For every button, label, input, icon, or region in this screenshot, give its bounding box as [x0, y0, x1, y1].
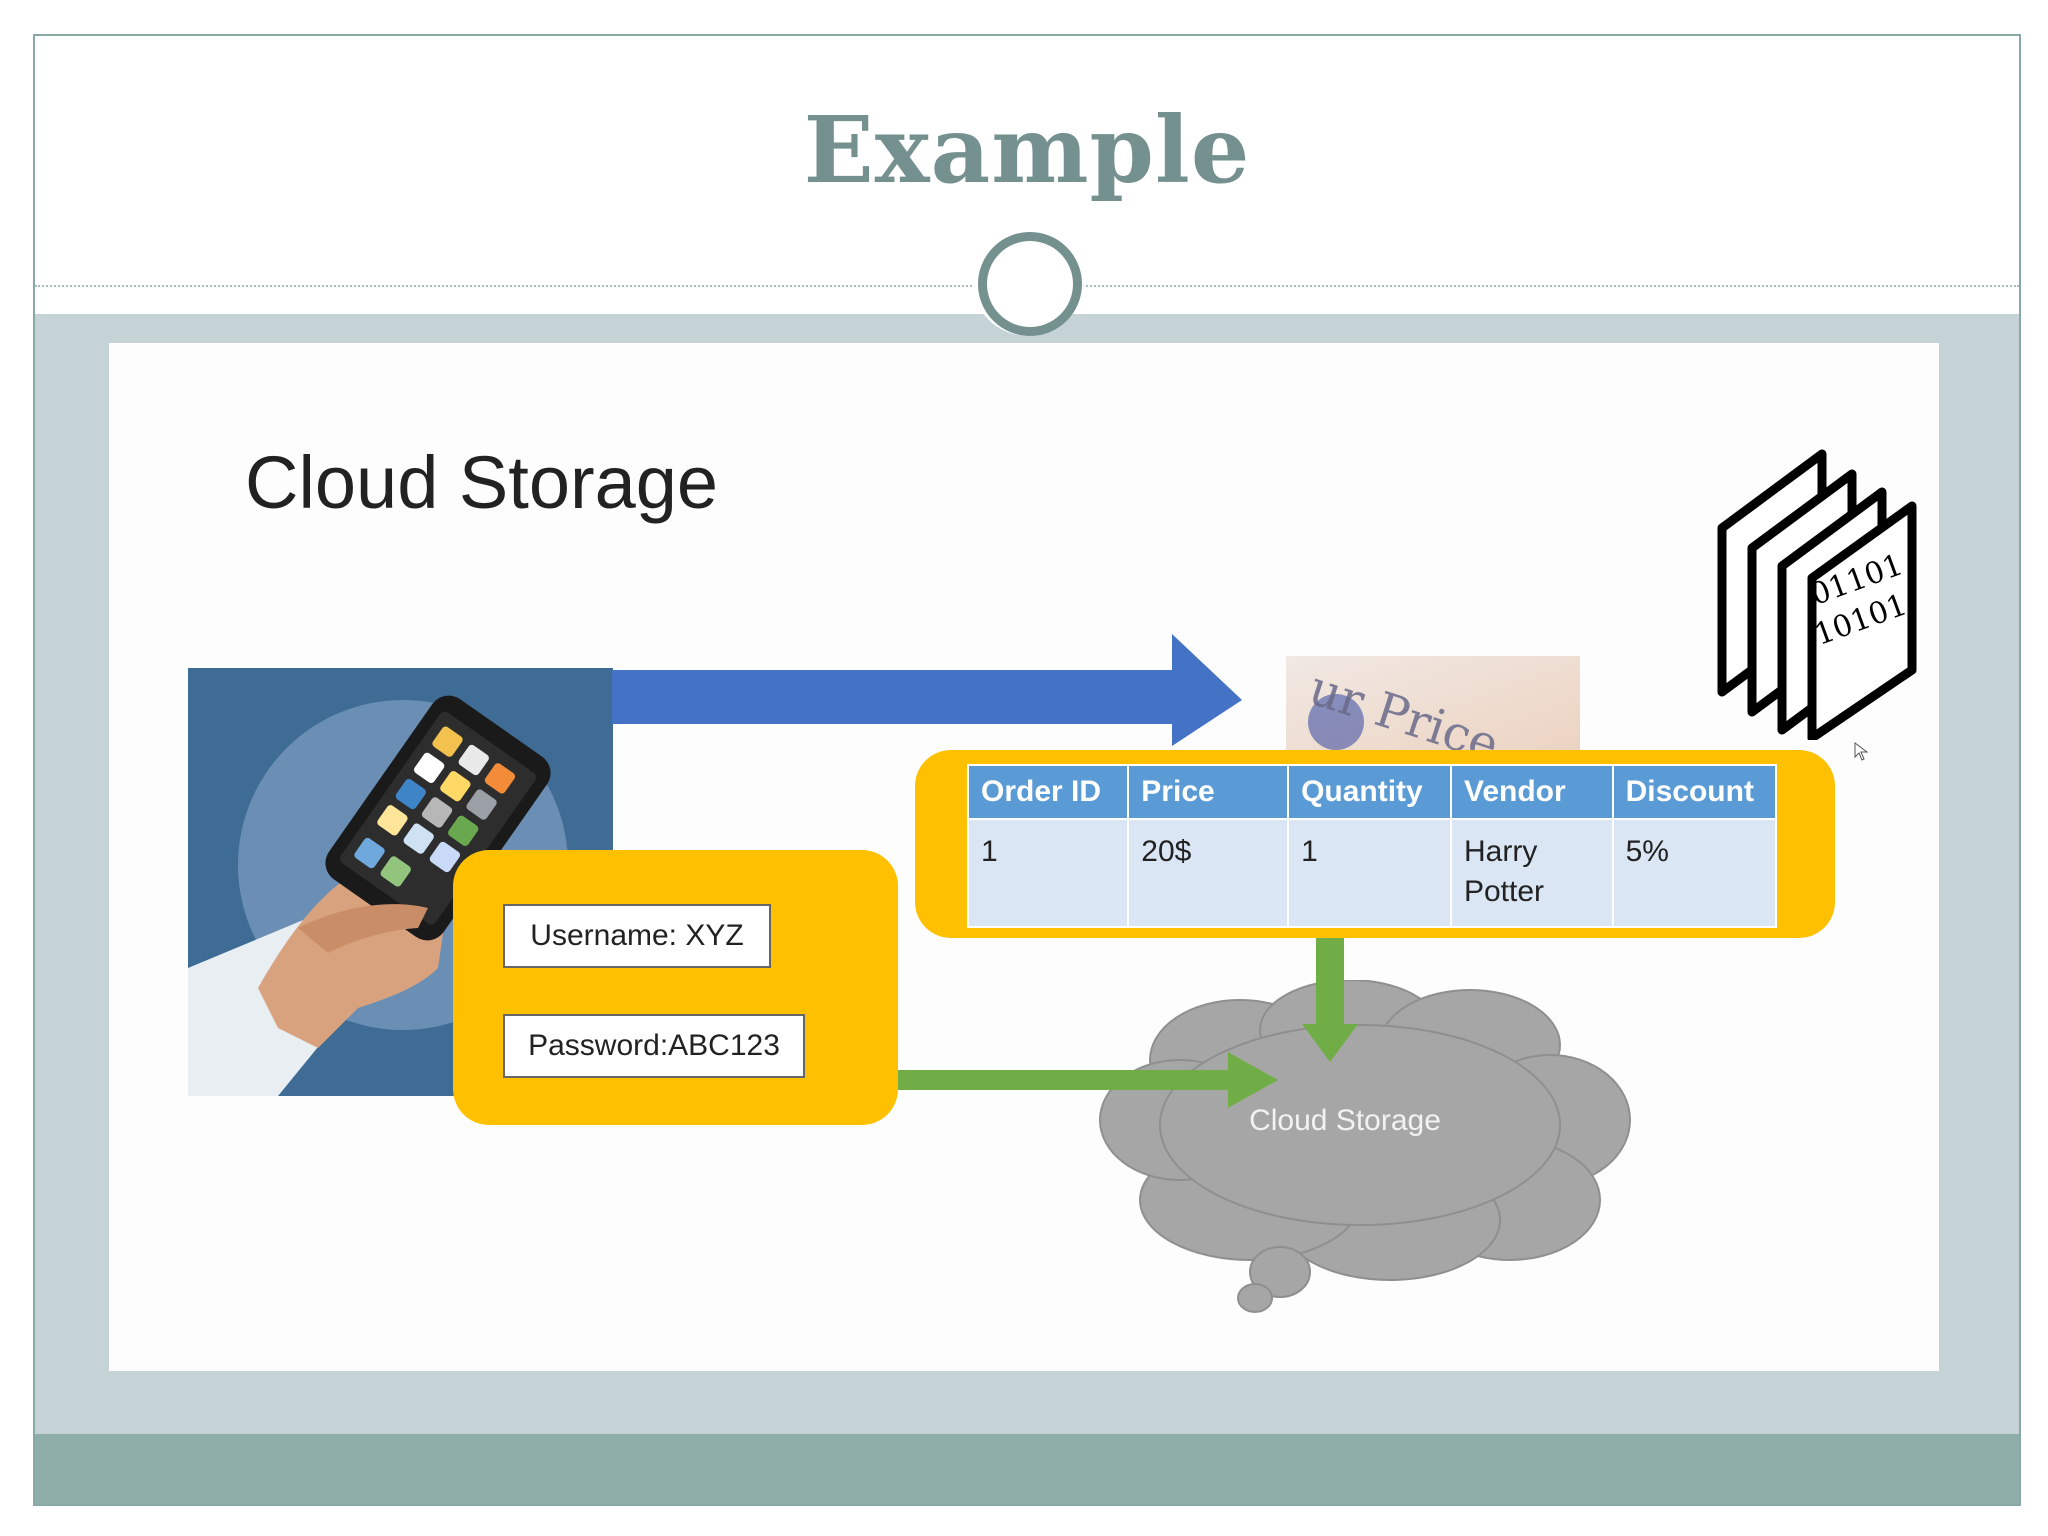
table-row: 1 20$ 1 Harry Potter 5%: [966, 818, 1778, 928]
column-header-quantity: Quantity: [1287, 764, 1452, 820]
divider-circle-icon: [978, 232, 1082, 336]
binary-documents-icon: [1717, 449, 1917, 740]
column-header-discount: Discount: [1611, 764, 1778, 820]
green-arrow-down-icon: [1302, 934, 1358, 1062]
blue-arrow-icon: [612, 634, 1242, 746]
footer-band: [35, 1434, 2019, 1504]
order-table: Order ID Price Quantity Vendor Discount …: [966, 764, 1778, 928]
column-header-price: Price: [1127, 764, 1290, 820]
cell-quantity: 1: [1287, 818, 1452, 928]
embedded-slide-title: Cloud Storage: [245, 441, 719, 524]
mouse-cursor-icon: [1854, 742, 1869, 761]
smartphone-icon: [188, 695, 551, 1096]
credentials-box: [453, 850, 898, 1125]
table-header-row: Order ID Price Quantity Vendor Discount: [966, 764, 1778, 820]
username-field: Username: XYZ: [503, 904, 771, 968]
price-tag-photo: [1286, 656, 1580, 756]
cell-order-id: 1: [966, 818, 1130, 928]
green-arrow-right-icon: [848, 1052, 1278, 1108]
cell-price: 20$: [1127, 818, 1290, 928]
cell-vendor: Harry Potter: [1449, 818, 1614, 928]
page-title: Example: [803, 96, 1251, 204]
password-field: Password:ABC123: [503, 1014, 805, 1078]
cloud-storage-label: Cloud Storage: [1249, 1104, 1441, 1137]
cell-discount: 5%: [1611, 818, 1778, 928]
column-header-order-id: Order ID: [966, 764, 1130, 820]
cloud-shape: [1099, 980, 1631, 1313]
column-header-vendor: Vendor: [1449, 764, 1614, 820]
